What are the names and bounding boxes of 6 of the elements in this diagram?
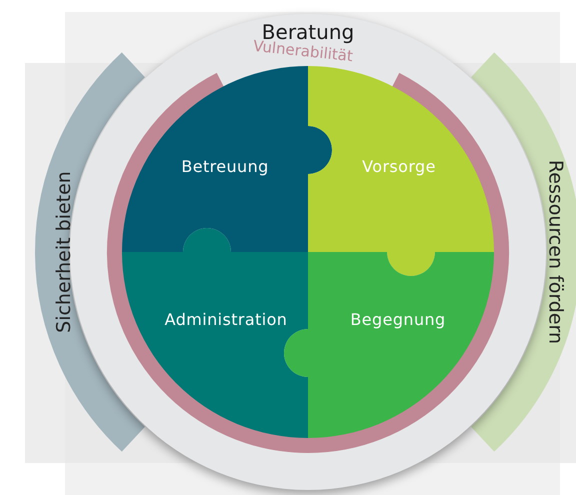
quadrant-label: Vorsorge — [362, 156, 436, 178]
quadrant-label: Begegnung — [350, 309, 446, 331]
side-label: Sicherheit bieten — [52, 171, 76, 333]
side-label: Ressourcen fördern — [543, 160, 568, 344]
quadrant-label: Administration — [164, 309, 288, 331]
quadrant-label: Betreuung — [181, 156, 269, 178]
